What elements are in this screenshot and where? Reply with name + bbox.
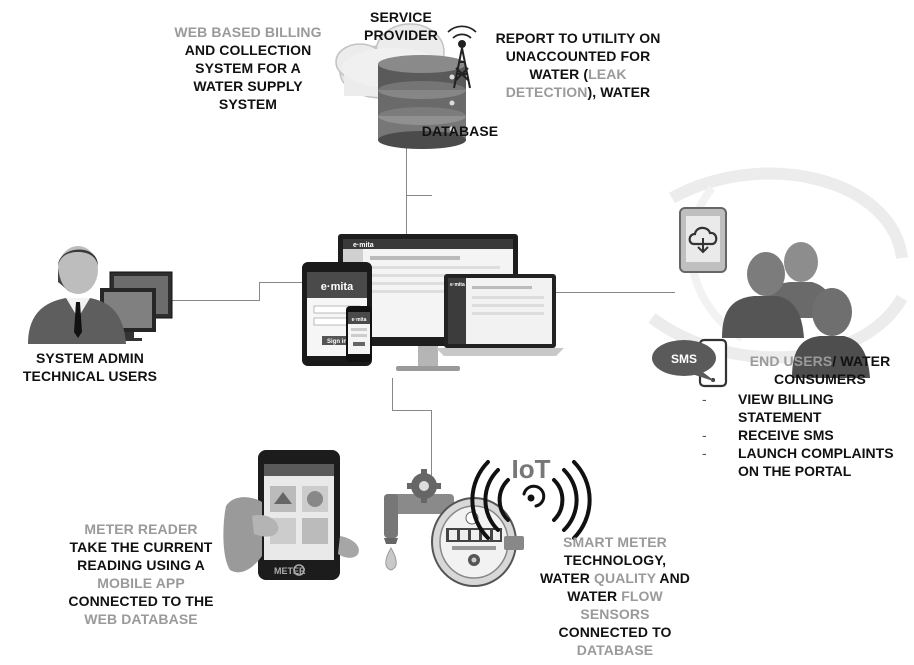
laptop-icon <box>436 274 564 356</box>
web-billing-title: WEB BASED BILLING <box>174 24 322 40</box>
end-users-title-line: END USERS/ WATER <box>732 352 908 370</box>
smart-meter-water: WATER <box>539 570 594 586</box>
user-group-icon <box>722 242 870 378</box>
iot-wireless-signal-icon <box>470 460 592 540</box>
report-detection: DETECTION <box>505 84 588 100</box>
gear-icon <box>407 469 441 503</box>
end-users-feature-list: - VIEW BILLING STATEMENT - RECEIVE SMS - LAU… <box>702 390 894 480</box>
web-billing-line: SYSTEM <box>218 96 278 112</box>
connector-devices-to-meter <box>392 378 393 410</box>
meter-reader-label: METER READER TAKE THE CURRENT READING US… <box>44 520 238 628</box>
meter-reader-line: CONNECTED TO THE <box>68 593 214 609</box>
water-meter-icon <box>431 497 524 587</box>
list-item: - LAUNCH COMPLAINTS ON THE PORTAL <box>702 444 894 480</box>
database-label: DATABASE <box>421 123 499 139</box>
tablet-brand-text: e·mita <box>321 281 354 293</box>
sign-in-button-text: Sign in <box>327 339 347 345</box>
report-line: WATER (LEAK <box>478 65 678 83</box>
connector-admin-to-devices-v <box>259 282 260 300</box>
end-users-rest: / WATER <box>832 353 891 369</box>
hand-holding-phone-icon: METER <box>223 450 359 580</box>
end-users-title: END USERS/ WATER CONSUMERS <box>732 352 908 388</box>
list-dash: - <box>702 445 707 461</box>
connector-admin-to-devices <box>160 300 260 301</box>
connector-admin-to-devices-h2 <box>259 282 304 283</box>
connector-db-to-devices-h <box>406 195 432 196</box>
sms-chat-bubble-icon: SMS <box>652 340 716 382</box>
smart-meter-line: CONNECTED TO <box>558 624 672 640</box>
smart-meter-sensors: SENSORS <box>580 606 650 622</box>
service-provider-label: SERVICE PROVIDER <box>356 8 446 44</box>
report-line: REPORT TO UTILITY ON <box>495 30 661 46</box>
smart-meter-and: AND <box>655 570 690 586</box>
antenna-tower-icon <box>447 25 477 89</box>
smart-meter-flow: FLOW <box>621 588 663 604</box>
service-provider-line: SERVICE <box>370 9 432 25</box>
water-tap-icon <box>384 494 454 571</box>
system-admin-line: TECHNICAL USERS <box>22 368 158 384</box>
service-provider-line: PROVIDER <box>364 27 438 43</box>
smart-meter-label: SMART METER TECHNOLOGY, WATER QUALITY AN… <box>520 533 710 659</box>
web-billing-label: WEB BASED BILLING AND COLLECTION SYSTEM … <box>160 23 336 113</box>
multi-device-portal-illustration: e·mita Sign in e·mita e·mita e·mita <box>302 234 564 371</box>
laptop-brand-text: e·mita <box>450 282 465 288</box>
meter-reader-phone-illustration: METER <box>223 450 359 580</box>
smart-meter-iot-illustration: IoT <box>384 456 592 587</box>
phone-brand-text: e·mita <box>352 317 367 323</box>
connector-meter-v2 <box>431 410 432 488</box>
list-item-line: LAUNCH COMPLAINTS <box>738 445 894 461</box>
list-item-line: RECEIVE SMS <box>738 427 834 443</box>
database-icon <box>378 55 466 149</box>
system-admin-label: SYSTEM ADMIN TECHNICAL USERS <box>10 349 170 385</box>
monitor-brand-text: e·mita <box>353 242 374 249</box>
cloud-download-tablet-icon <box>679 207 727 273</box>
report-label: REPORT TO UTILITY ON UNACCOUNTED FOR WAT… <box>478 29 678 101</box>
system-admin-line: SYSTEM ADMIN <box>35 350 145 366</box>
smart-meter-quality: QUALITY <box>594 570 656 586</box>
meter-reader-web-database: WEB DATABASE <box>84 611 198 627</box>
report-line: DETECTION), WATER <box>478 83 678 101</box>
report-leak: LEAK <box>588 66 627 82</box>
smart-meter-database: DATABASE <box>576 642 654 658</box>
cloud-database-illustration <box>335 23 477 149</box>
system-admin-illustration <box>28 246 173 344</box>
list-dash: - <box>702 427 707 443</box>
end-users-illustration: SMS <box>648 167 908 388</box>
end-users-title-line2: CONSUMERS <box>774 371 866 387</box>
web-billing-line: SYSTEM FOR A <box>195 60 301 76</box>
list-item-line: ON THE PORTAL <box>738 463 852 479</box>
list-item: - RECEIVE SMS <box>702 426 894 444</box>
meter-reader-line: READING USING A <box>77 557 205 573</box>
web-billing-line: AND COLLECTION <box>184 42 312 58</box>
sms-badge-text: SMS <box>671 352 697 366</box>
meter-reader-line: TAKE THE CURRENT <box>69 539 213 555</box>
list-dash: - <box>702 391 707 407</box>
connector-devices-to-meter-h <box>392 410 432 411</box>
list-item-line: VIEW BILLING <box>738 391 834 407</box>
report-line3-pre: WATER ( <box>529 66 589 82</box>
connector-devices-to-endusers <box>555 292 675 293</box>
smart-meter-line: TECHNOLOGY, <box>563 552 667 568</box>
phone-meter-text: METER <box>274 566 306 576</box>
report-line4-post: ), WATER <box>587 84 651 100</box>
user-avatar-icon <box>28 246 126 344</box>
smart-meter-water2: WATER <box>567 588 622 604</box>
meter-reader-title: METER READER <box>84 521 198 537</box>
smart-meter-line: WATER QUALITY AND <box>520 569 710 587</box>
smartphone-icon: e·mita <box>346 306 372 362</box>
connector-db-to-devices <box>406 148 407 234</box>
iot-text: IoT <box>512 456 551 484</box>
end-users-gray: END USERS <box>749 353 833 369</box>
report-line: UNACCOUNTED FOR <box>505 48 651 64</box>
computer-monitor-icon <box>100 271 173 341</box>
meter-reader-mobile-app: MOBILE APP <box>97 575 185 591</box>
smart-meter-title: SMART METER <box>563 534 667 550</box>
smart-meter-line: WATER FLOW <box>520 587 710 605</box>
web-billing-line: WATER SUPPLY <box>193 78 303 94</box>
list-item-line: STATEMENT <box>738 409 822 425</box>
list-item: - VIEW BILLING STATEMENT <box>702 390 894 426</box>
